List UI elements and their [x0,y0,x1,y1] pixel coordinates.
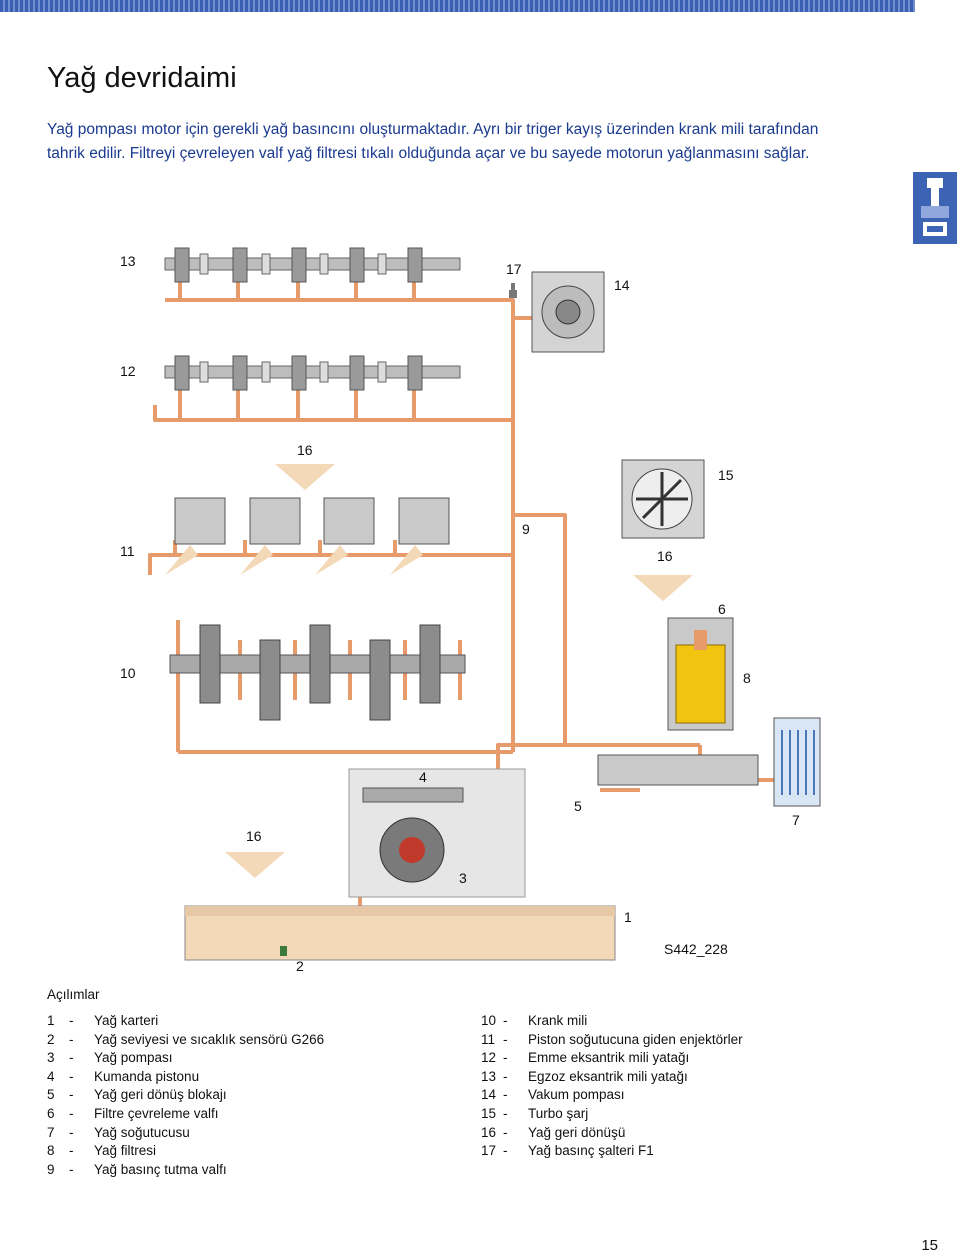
oil-line-piston-gallery [148,553,513,575]
oil-return-arrows-16 [225,464,693,878]
oil-line-turbo [513,513,567,745]
legend-right-column: 10-Krank mili 11-Piston soğutucuna giden… [481,1012,743,1161]
intro-paragraph: Yağ pompası motor için gerekli yağ basın… [47,121,819,162]
legend-item: 5-Yağ geri dönüş blokajı [47,1087,227,1103]
oil-line-main-riser [165,298,515,752]
crankshaft-10 [169,624,466,721]
callout-14: 14 [614,277,630,293]
callout-16-middle: 16 [657,548,673,564]
top-decorative-bar [0,0,915,12]
legend-item: 17-Yağ basınç şalteri F1 [481,1143,654,1159]
callout-9: 9 [522,521,530,537]
vacuum-pump-14 [531,271,605,353]
diagram-labels: 13 17 14 12 16 15 9 11 16 6 10 8 4 5 7 1… [120,253,800,974]
callout-16-bottom: 16 [246,828,262,844]
callout-4: 4 [419,769,427,785]
legend-item: 12-Emme eksantrik mili yatağı [481,1050,690,1066]
oil-return-blocker-5 [597,754,759,786]
oil-line-cam-top-branches [178,280,416,300]
legend-item: 13-Egzoz eksantrik mili yatağı [481,1068,688,1084]
callout-1: 1 [624,909,632,925]
callout-8: 8 [743,670,751,686]
page-number: 15 [921,1237,938,1254]
legend-item: 15-Turbo şarj [481,1105,589,1121]
oil-line-cam-lower-branches [178,390,416,420]
legend-item: 10-Krank mili [481,1013,588,1028]
legend-item: 1-Yağ karteri [47,1013,159,1028]
legend-item: 2-Yağ seviyesi ve sıcaklık sensörü G266 [47,1031,325,1047]
section-thumbnail-icon [913,172,957,244]
callout-10: 10 [120,665,136,681]
diagram-code: S442_228 [664,941,728,957]
legend-item: 11-Piston soğutucuna giden enjektörler [481,1031,743,1047]
callout-6: 6 [718,601,726,617]
callout-15: 15 [718,467,734,483]
callout-17: 17 [506,261,522,277]
legend-left-column: 1-Yağ karteri 2-Yağ seviyesi ve sıcaklık… [47,1012,324,1179]
callout-5: 5 [574,798,582,814]
oil-line-cam-lower [153,405,513,422]
piston-spray-jets [165,545,423,575]
oil-filter-8 [667,617,734,731]
oil-cooler-7 [773,717,821,807]
pistons-11 [174,497,450,545]
oil-line-piston-jets [173,540,397,555]
oil-line-crank [176,620,513,754]
callout-12: 12 [120,363,136,379]
callout-7: 7 [792,812,800,828]
oil-pump-3 [348,768,526,898]
page-title: Yağ devridaimi [47,62,237,94]
control-piston-4 [362,787,464,803]
legend-item: 4-Kumanda pistonu [47,1068,200,1084]
callout-3: 3 [459,870,467,886]
oil-level-sensor-2 [280,946,287,956]
callout-2: 2 [296,958,304,974]
intake-camshaft-12 [164,355,461,391]
legend-item: 6-Filtre çevreleme valfı [47,1105,219,1121]
legend-title: Açılımlar [47,987,100,1002]
oil-pressure-switch-17 [509,283,517,298]
legend-item: 8-Yağ filtresi [47,1143,157,1159]
legend-item: 16-Yağ geri dönüşü [481,1124,626,1140]
oil-circuit-diagram: 13 17 14 12 16 15 9 11 16 6 10 8 4 5 7 1… [120,247,821,974]
callout-11: 11 [120,543,135,559]
callout-13: 13 [120,253,136,269]
oil-sump-1 [184,905,616,961]
legend-item: 7-Yağ soğutucusu [47,1124,190,1140]
callout-16-top: 16 [297,442,313,458]
exhaust-camshaft-13 [164,247,461,283]
legend-item: 3-Yağ pompası [47,1050,173,1066]
legend-item: 9-Yağ basınç tutma valfı [47,1161,227,1177]
turbocharger-15 [621,459,705,539]
legend-item: 14-Vakum pompası [481,1087,625,1103]
